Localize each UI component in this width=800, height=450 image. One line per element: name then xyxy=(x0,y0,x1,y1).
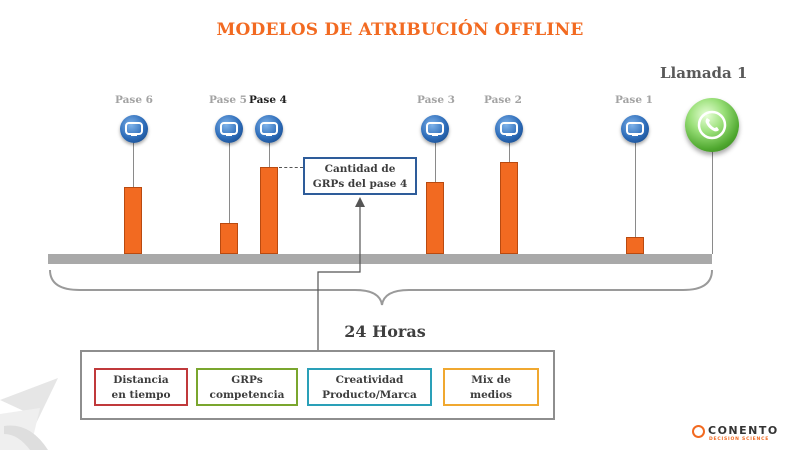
arrow-watermark-icon xyxy=(0,378,58,450)
tv-icon xyxy=(421,115,449,143)
stem-call xyxy=(712,150,713,254)
pass-label-1: Pase 1 xyxy=(615,94,653,106)
pass-label-3: Pase 3 xyxy=(417,94,455,106)
tv-icon xyxy=(495,115,523,143)
tv-icon xyxy=(621,115,649,143)
pass-label-6: Pase 6 xyxy=(115,94,153,106)
grp-bar-pass-6 xyxy=(124,187,142,254)
tv-icon xyxy=(255,115,283,143)
factor-creativity: Creatividad Producto/Marca xyxy=(307,368,432,406)
call-label: Llamada 1 xyxy=(660,64,748,82)
grp-bar-pass-1 xyxy=(626,237,644,254)
factor-media-mix: Mix de medios xyxy=(443,368,539,406)
grp-bar-pass-2 xyxy=(500,162,518,254)
stem-pass-5 xyxy=(229,140,230,254)
pass-label-5: Pase 5 xyxy=(209,94,247,106)
pass-label-2: Pase 2 xyxy=(484,94,522,106)
phone-icon xyxy=(685,98,739,152)
factor-grps-competition: GRPs competencia xyxy=(196,368,298,406)
grp-bar-pass-4 xyxy=(260,167,278,254)
callout-line-2: GRPs del pase 4 xyxy=(312,178,408,190)
callout-connector xyxy=(279,167,303,168)
callout-line-1: Cantidad de xyxy=(324,163,396,175)
timeline-bar xyxy=(48,254,712,264)
pass-label-4: Pase 4 xyxy=(249,94,287,106)
grp-bar-pass-5 xyxy=(220,223,238,254)
factors-container: Distancia en tiempo GRPs competencia Cre… xyxy=(80,350,555,420)
grp-bar-pass-3 xyxy=(426,182,444,254)
conento-logo-icon xyxy=(692,425,705,438)
stem-pass-1 xyxy=(635,140,636,254)
grps-callout: Cantidad de GRPs del pase 4 xyxy=(303,157,417,195)
tv-icon xyxy=(215,115,243,143)
factor-distance: Distancia en tiempo xyxy=(94,368,188,406)
tv-icon xyxy=(120,115,148,143)
page-title: MODELOS DE ATRIBUCIÓN OFFLINE xyxy=(216,20,584,40)
duration-label: 24 Horas xyxy=(344,322,426,341)
